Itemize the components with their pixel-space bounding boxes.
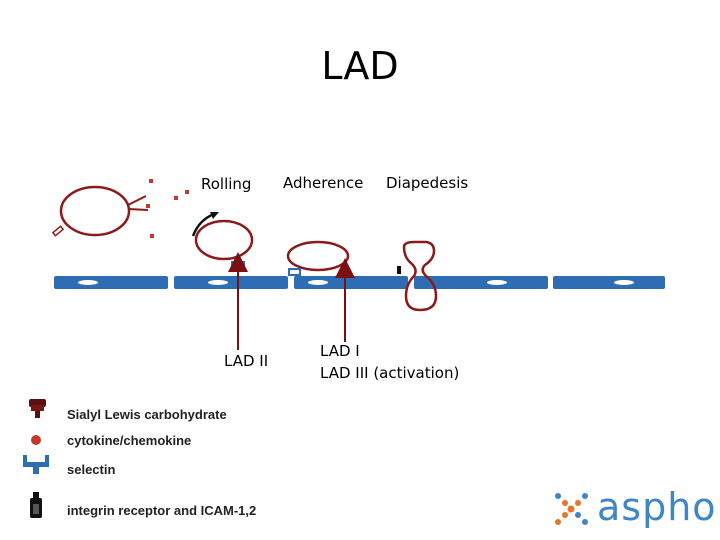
endothelial-nucleus <box>208 280 228 285</box>
sialyl-lewis-icon <box>29 399 46 418</box>
legend-label-sialyl-lewis: Sialyl Lewis carbohydrate <box>67 407 227 422</box>
rolling-leukocyte <box>194 219 254 261</box>
cytokine-icon <box>174 196 178 200</box>
endothelial-cell <box>174 276 288 289</box>
legend-label-selectin: selectin <box>67 462 116 477</box>
stage-diapedesis-label: Diapedesis <box>386 174 469 192</box>
endothelial-nucleus <box>614 280 634 285</box>
legend-label-integrin: integrin receptor and ICAM-1,2 <box>67 503 257 518</box>
selectin-icon <box>23 455 49 474</box>
cytokine-icon <box>185 190 189 194</box>
cytokine-icon <box>31 435 41 445</box>
leukocyte-cell <box>59 185 131 237</box>
rolling-motion-arrow <box>191 212 215 237</box>
lad2-label: LAD II <box>224 352 269 370</box>
stage-adherence-label: Adherence <box>283 174 364 192</box>
endothelium <box>54 276 665 289</box>
lad3-label: LAD III (activation) <box>320 364 460 382</box>
rolling-arrowhead <box>210 212 219 219</box>
endothelial-nucleus <box>308 280 328 285</box>
endothelial-cell <box>553 276 665 289</box>
cytokine-icon <box>149 179 153 183</box>
integrin-icon <box>30 492 42 518</box>
stage-rolling-label: Rolling <box>201 175 252 193</box>
brand-name: aspho <box>597 485 717 529</box>
legend-label-cytokine: cytokine/chemokine <box>67 433 192 448</box>
adherent-leukocyte <box>286 240 350 272</box>
endothelial-cell <box>294 276 408 289</box>
aspho-logo-icon <box>555 493 588 525</box>
cytokine-icon <box>150 234 154 238</box>
selectin-icon <box>51 225 65 237</box>
endothelial-cell <box>54 276 168 289</box>
cytokine-icon <box>146 204 150 208</box>
sialyl-lewis-icon <box>127 195 149 211</box>
integrin-icon <box>397 266 401 274</box>
lad1-label: LAD I <box>320 342 360 360</box>
selectin-icon <box>288 268 301 276</box>
endothelial-nucleus <box>78 280 98 285</box>
endothelial-cell <box>414 276 548 289</box>
endothelial-nucleus <box>487 280 507 285</box>
page-title: LAD <box>321 44 399 88</box>
diapedesing-leukocyte <box>402 240 438 312</box>
